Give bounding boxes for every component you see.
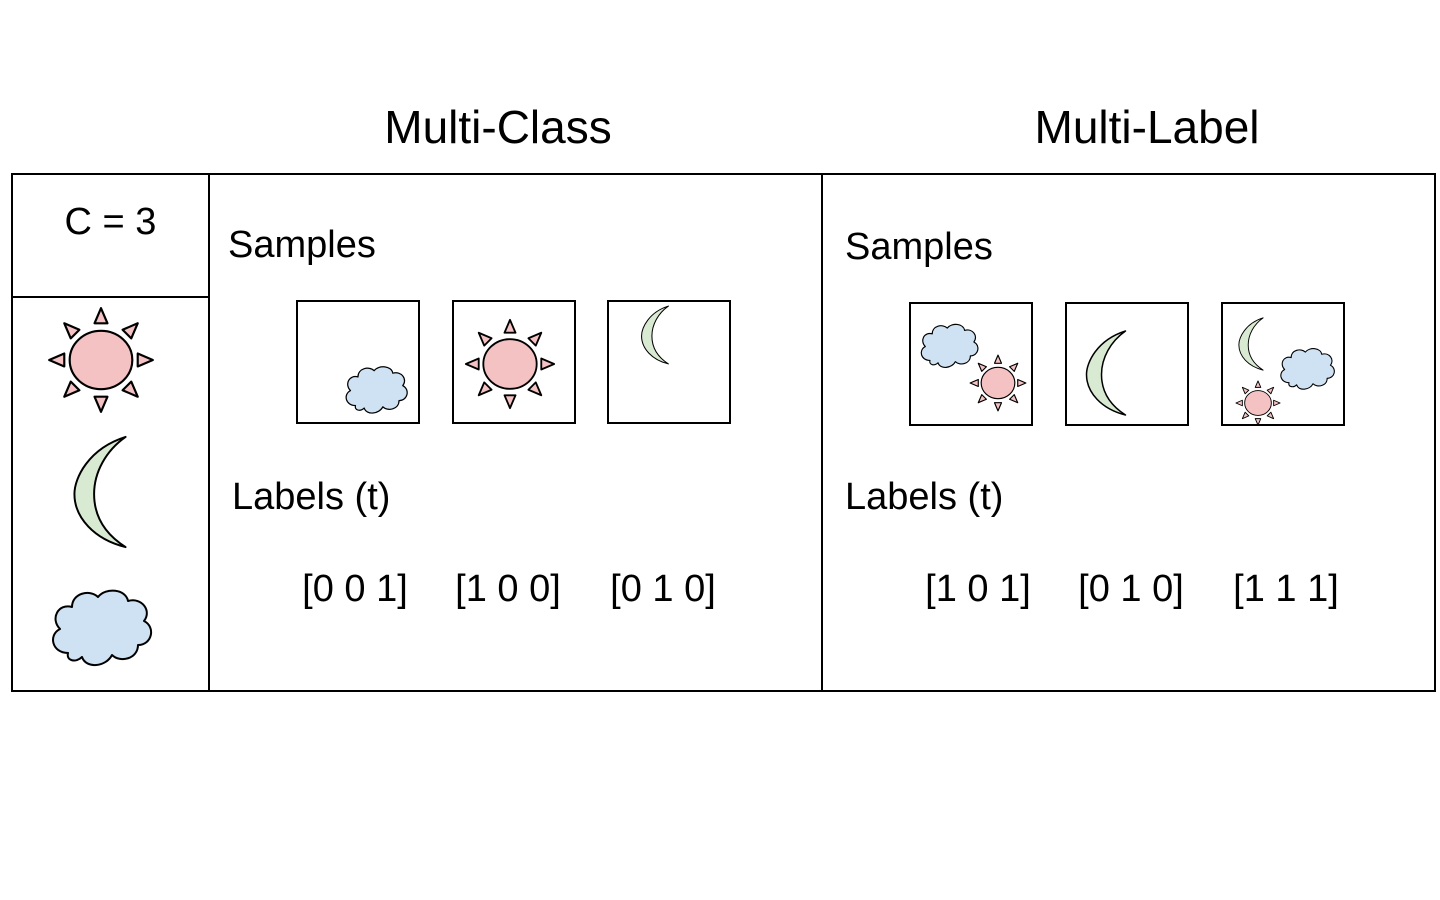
cloud-icon	[1277, 344, 1337, 394]
multi-class-sample-3	[607, 300, 731, 424]
cloud-icon	[46, 583, 156, 673]
cloud-icon	[340, 362, 412, 418]
multi-label-sample-1	[909, 302, 1033, 426]
class-count-label: C = 3	[64, 201, 157, 243]
multi-label-label-vector-3: [1 1 1]	[1233, 568, 1339, 610]
multi-class-sample-2	[452, 300, 576, 424]
multi-class-samples-label: Samples	[228, 224, 376, 266]
multi-label-sample-3	[1221, 302, 1345, 426]
multi-label-label-vector-1: [1 0 1]	[925, 568, 1031, 610]
multi-label-labels-label: Labels (t)	[845, 476, 1004, 518]
multi-label-samples-label: Samples	[845, 226, 993, 268]
moon-icon	[1237, 316, 1265, 372]
multi-label-label-vector-2: [0 1 0]	[1078, 568, 1184, 610]
multi-label-panel	[821, 173, 1436, 692]
multi-label-sample-2	[1065, 302, 1189, 426]
multi-class-sample-1	[296, 300, 420, 424]
moon-icon	[639, 304, 671, 366]
multi-class-label-vector-1: [0 0 1]	[302, 568, 408, 610]
multi-class-labels-label: Labels (t)	[232, 476, 391, 518]
sun-icon	[969, 354, 1027, 412]
moon-icon	[70, 433, 130, 551]
sun-icon	[47, 306, 155, 414]
sun-icon	[464, 318, 556, 410]
moon-icon	[1083, 328, 1129, 418]
multi-class-heading: Multi-Class	[384, 101, 612, 153]
multi-class-label-vector-2: [1 0 0]	[455, 568, 561, 610]
multi-label-heading: Multi-Label	[1034, 101, 1260, 153]
multi-class-label-vector-3: [0 1 0]	[610, 568, 716, 610]
sun-icon	[1235, 380, 1281, 426]
